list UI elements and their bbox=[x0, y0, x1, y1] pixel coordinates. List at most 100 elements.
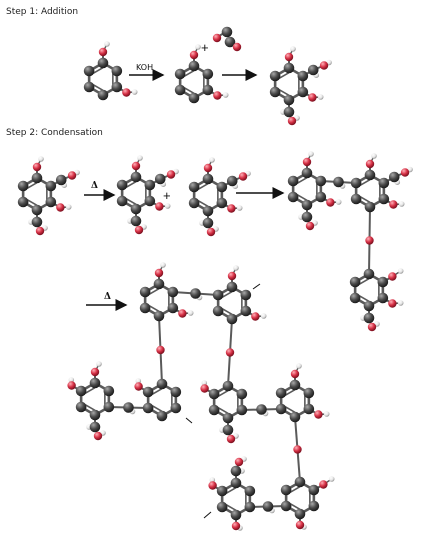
carbon-atom bbox=[350, 177, 362, 189]
carbon-atom bbox=[97, 57, 109, 69]
hydrogen-atom bbox=[317, 94, 324, 100]
carbon-atom bbox=[256, 404, 267, 415]
carbon-atom bbox=[83, 65, 95, 77]
carbon-atom bbox=[17, 180, 29, 192]
oxygen-atom bbox=[56, 203, 65, 212]
carbon-atom bbox=[170, 402, 182, 414]
carbon-atom bbox=[116, 195, 128, 207]
bond bbox=[125, 198, 137, 205]
oxygen-atom bbox=[238, 172, 248, 181]
hydrogen-atom bbox=[137, 155, 143, 161]
carbon-atom bbox=[226, 175, 238, 187]
oxygen-atom bbox=[305, 221, 315, 231]
carbon-atom bbox=[388, 171, 400, 183]
hydrogen-atom bbox=[209, 157, 215, 163]
carbon-atom bbox=[103, 401, 115, 413]
oxygen-atom bbox=[290, 369, 300, 379]
carbon-atom bbox=[222, 424, 234, 436]
bond bbox=[225, 487, 237, 494]
oxygen-atom bbox=[302, 157, 312, 167]
carbon-atom bbox=[297, 86, 309, 98]
oxygen-atom bbox=[200, 384, 209, 393]
carbon-atom bbox=[216, 485, 228, 497]
hydrogen-atom bbox=[371, 153, 377, 159]
carbon-atom bbox=[226, 313, 238, 325]
oxygen-atom bbox=[308, 93, 317, 102]
bond bbox=[84, 404, 96, 411]
oxygen-atom bbox=[213, 91, 222, 100]
carbon-atom bbox=[156, 378, 168, 390]
bond bbox=[278, 72, 290, 79]
hydrogen-atom bbox=[209, 477, 216, 483]
bond bbox=[217, 390, 229, 397]
oxygen-atom bbox=[93, 431, 103, 441]
hydrogen-atom bbox=[397, 268, 404, 274]
hydrogen-atom bbox=[233, 265, 239, 271]
carbon-atom bbox=[240, 305, 252, 317]
oxygen-atom bbox=[232, 42, 242, 52]
carbon-atom bbox=[244, 485, 256, 497]
carbon-atom bbox=[208, 404, 220, 416]
oxygen-atom bbox=[155, 202, 164, 211]
carbon-atom bbox=[174, 68, 186, 80]
bond bbox=[92, 67, 104, 74]
bond bbox=[221, 291, 233, 298]
carbon-atom bbox=[167, 286, 179, 298]
chain-end-arrow bbox=[185, 417, 193, 424]
oxygen-atom bbox=[134, 382, 143, 391]
oxygen-atom bbox=[206, 227, 216, 237]
oxygen-atom bbox=[131, 161, 141, 171]
carbon-atom bbox=[190, 288, 201, 299]
oxygen-atom bbox=[134, 225, 144, 235]
carbon-atom bbox=[280, 500, 292, 512]
carbon-atom bbox=[378, 193, 390, 205]
carbon-atom bbox=[188, 197, 200, 209]
carbon-atom bbox=[287, 175, 299, 187]
hydrogen-atom bbox=[201, 380, 208, 386]
hydrogen-atom bbox=[164, 203, 171, 209]
oxygen-atom bbox=[388, 272, 397, 281]
carbon-atom bbox=[202, 205, 214, 217]
oxygen-atom bbox=[295, 520, 305, 530]
bond bbox=[183, 70, 195, 77]
bond bbox=[289, 486, 301, 493]
hydrogen-atom bbox=[38, 156, 44, 162]
bond bbox=[358, 278, 370, 285]
oxygen-atom bbox=[189, 50, 199, 60]
carbon-atom bbox=[188, 60, 200, 72]
bond bbox=[358, 295, 370, 302]
oxygen-atom bbox=[388, 299, 397, 308]
bond bbox=[26, 182, 38, 189]
carbon-atom bbox=[350, 193, 362, 205]
bond bbox=[197, 183, 209, 190]
carbon-atom bbox=[139, 286, 151, 298]
step2-plus-sign: + bbox=[163, 188, 171, 203]
heat-symbol-2: Δ bbox=[104, 292, 111, 302]
oxygen-atom bbox=[367, 322, 377, 332]
bond bbox=[359, 196, 371, 203]
carbon-atom bbox=[294, 476, 306, 488]
carbon-atom bbox=[216, 197, 228, 209]
carbon-atom bbox=[308, 500, 320, 512]
oxygen-atom bbox=[319, 480, 328, 489]
carbon-atom bbox=[307, 64, 319, 76]
carbon-atom bbox=[222, 412, 234, 424]
bond bbox=[92, 84, 104, 91]
carbon-atom bbox=[130, 215, 142, 227]
hydrogen-atom bbox=[68, 377, 75, 383]
hydrogen-atom bbox=[290, 46, 296, 52]
carbon-atom bbox=[154, 173, 166, 185]
carbon-atom bbox=[230, 509, 242, 521]
carbon-atom bbox=[236, 404, 248, 416]
bond bbox=[151, 405, 163, 412]
carbon-atom bbox=[130, 203, 142, 215]
oxygen-atom bbox=[90, 367, 100, 377]
carbon-atom bbox=[97, 89, 109, 101]
bond bbox=[284, 389, 296, 396]
carbon-atom bbox=[222, 380, 234, 392]
carbon-atom bbox=[377, 292, 389, 304]
hydrogen-atom bbox=[397, 300, 404, 306]
heat-symbol-1: Δ bbox=[91, 181, 98, 191]
carbon-atom bbox=[116, 179, 128, 191]
carbon-atom bbox=[188, 181, 200, 193]
